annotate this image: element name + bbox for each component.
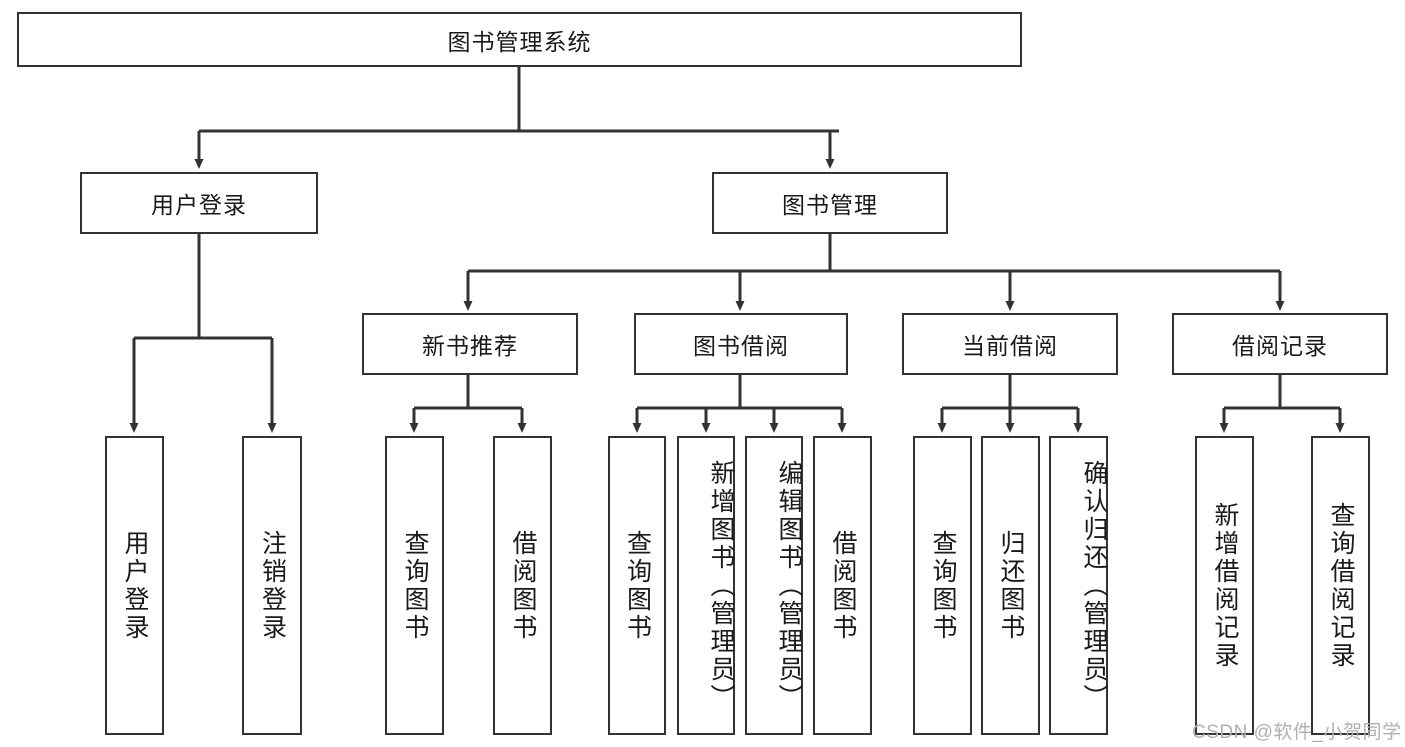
node-label: 借阅图书 xyxy=(829,529,857,642)
node-root-system[interactable]: 图书管理系统 xyxy=(17,12,1022,67)
node-label: 归还图书 xyxy=(997,529,1025,642)
node-label: 新书推荐 xyxy=(422,333,518,359)
leaf-current-return-book[interactable]: 归还图书 xyxy=(981,436,1040,735)
node-label: 图书借阅 xyxy=(693,333,789,359)
node-label: 借阅记录 xyxy=(1232,333,1328,359)
node-label: 当前借阅 xyxy=(962,333,1058,359)
node-label: 注销登录 xyxy=(258,529,287,642)
node-label: 确认归还（管理员） xyxy=(1080,459,1108,712)
node-label: 图书管理 xyxy=(782,192,878,218)
leaf-current-confirm-return-admin[interactable]: 确认归还（管理员） xyxy=(1049,436,1108,735)
node-borrow-record[interactable]: 借阅记录 xyxy=(1172,313,1388,375)
node-current-borrow[interactable]: 当前借阅 xyxy=(902,313,1118,375)
node-label: 查询图书 xyxy=(401,529,429,642)
csdn-watermark: CSDN @软件_小贺同学 xyxy=(1192,722,1402,743)
leaf-user-login-login[interactable]: 用户登录 xyxy=(105,436,164,735)
leaf-borrow-edit-book-admin[interactable]: 编辑图书（管理员） xyxy=(745,436,803,735)
node-label: 用户登录 xyxy=(151,192,247,218)
node-label: 查询借阅记录 xyxy=(1327,501,1355,670)
node-book-management[interactable]: 图书管理 xyxy=(712,172,948,234)
node-new-book-recommend[interactable]: 新书推荐 xyxy=(362,313,578,375)
leaf-borrow-borrow-book[interactable]: 借阅图书 xyxy=(813,436,872,735)
leaf-record-add-record[interactable]: 新增借阅记录 xyxy=(1195,436,1254,735)
node-label: 编辑图书（管理员） xyxy=(775,459,803,712)
node-label: 图书管理系统 xyxy=(447,28,592,55)
node-label: 用户登录 xyxy=(121,529,149,642)
node-label: 借阅图书 xyxy=(509,529,537,642)
leaf-record-query-record[interactable]: 查询借阅记录 xyxy=(1311,436,1370,735)
node-label: 新增图书（管理员） xyxy=(707,459,735,712)
node-user-login[interactable]: 用户登录 xyxy=(80,172,318,234)
leaf-user-login-logout[interactable]: 注销登录 xyxy=(242,436,302,735)
node-label: 查询图书 xyxy=(623,529,652,642)
leaf-recommend-borrow-book[interactable]: 借阅图书 xyxy=(493,436,552,735)
node-book-borrow[interactable]: 图书借阅 xyxy=(634,313,848,375)
node-label: 新增借阅记录 xyxy=(1211,501,1239,670)
leaf-current-query-book[interactable]: 查询图书 xyxy=(913,436,972,735)
node-label: 查询图书 xyxy=(929,529,957,642)
leaf-recommend-query-book[interactable]: 查询图书 xyxy=(385,436,444,735)
leaf-borrow-add-book-admin[interactable]: 新增图书（管理员） xyxy=(677,436,735,735)
leaf-borrow-query-book[interactable]: 查询图书 xyxy=(608,436,666,735)
